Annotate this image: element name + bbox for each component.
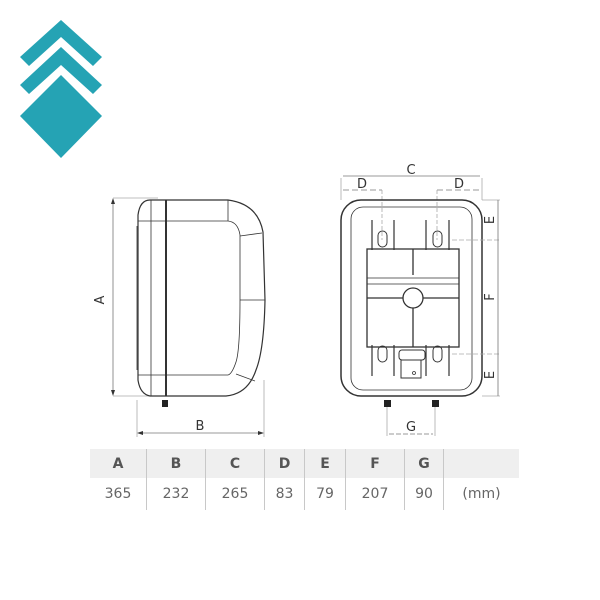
label-e-top: E: [483, 216, 498, 224]
label-e-bottom: E: [483, 371, 498, 379]
value-a: 365: [104, 486, 132, 502]
side-view: [111, 197, 266, 437]
header-c: C: [205, 449, 265, 478]
header-d: D: [264, 449, 305, 478]
header-unit: [443, 449, 519, 478]
header-b: B: [146, 449, 206, 478]
label-c: C: [406, 163, 415, 178]
table-value-row: 365 232 265 83 79 207 90 (mm): [90, 478, 519, 510]
label-g: G: [406, 420, 416, 435]
value-unit: (mm): [443, 478, 519, 510]
label-f: F: [483, 293, 498, 300]
label-d-right: D: [454, 177, 464, 192]
label-b: B: [196, 419, 205, 434]
label-d-left: D: [357, 177, 367, 192]
label-a: A: [93, 295, 108, 304]
value-g: 90: [404, 478, 444, 510]
header-f: F: [345, 449, 405, 478]
header-e: E: [304, 449, 346, 478]
value-b: 232: [146, 478, 206, 510]
value-c: 265: [205, 478, 265, 510]
header-g: G: [404, 449, 444, 478]
front-view: [340, 175, 500, 436]
brand-logo-icon: [20, 20, 102, 158]
table-header-row: A B C D E F G: [90, 449, 519, 478]
value-d: 83: [264, 478, 305, 510]
dimensions-table: A B C D E F G 365 232 265 83 79 207 90 (…: [90, 449, 519, 510]
technical-drawing: A B: [93, 163, 500, 437]
header-a: A: [90, 449, 147, 478]
value-e: 79: [304, 478, 346, 510]
value-f: 207: [345, 478, 405, 510]
